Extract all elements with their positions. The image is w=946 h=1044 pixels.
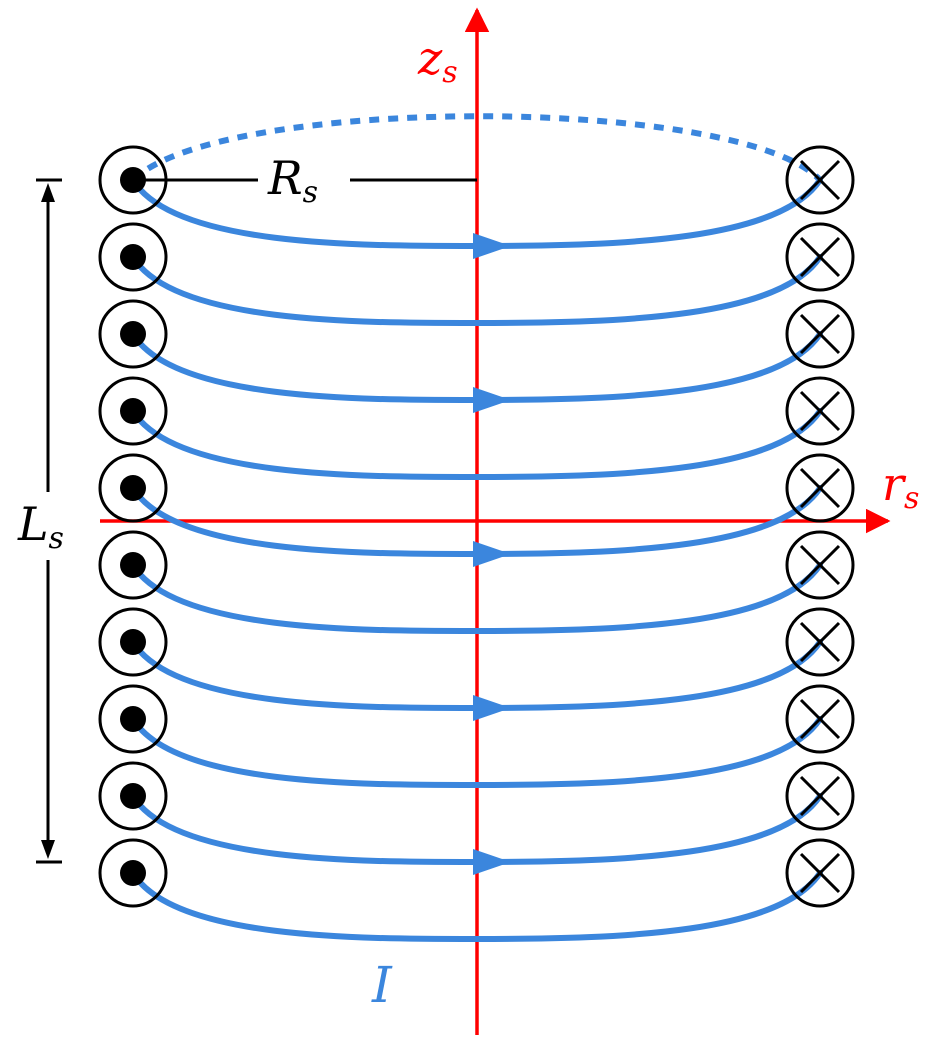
wire-into-page-circle (785, 684, 855, 754)
wire-out-of-page-circle (98, 761, 168, 831)
wire-into-page-circle (785, 607, 855, 677)
into-page-cross-icon (799, 775, 841, 817)
radius-label-main: R (267, 151, 303, 205)
into-page-cross-icon (799, 159, 841, 201)
radius-label-sub: s (303, 175, 318, 210)
out-of-page-dot-icon (120, 860, 146, 886)
into-page-cross-icon (799, 236, 841, 278)
coil-loops (130, 177, 823, 943)
into-page-cross-icon (799, 313, 841, 355)
into-page-cross-icon (799, 467, 841, 509)
wire-into-page-circle (785, 761, 855, 831)
length-label: Ls (17, 497, 64, 556)
into-page-cross-icon (799, 390, 841, 432)
wire-into-page-circle (785, 299, 855, 369)
out-of-page-dot-icon (120, 706, 146, 732)
coil-loop (130, 562, 823, 635)
wire-into-page-circle (785, 453, 855, 523)
out-of-page-dot-icon (120, 244, 146, 270)
coil-loop (130, 870, 823, 943)
wire-into-page-circle (785, 838, 855, 908)
wire-into-page-circle (785, 530, 855, 600)
length-dimension (36, 178, 62, 864)
z-axis-label-main: z (417, 31, 443, 85)
into-page-cross-icon (799, 698, 841, 740)
out-of-page-dot-icon (120, 783, 146, 809)
into-page-cross-icon (799, 852, 841, 894)
length-label-sub: s (49, 521, 64, 556)
r-axis-label-main: r (882, 457, 907, 511)
wire-cross-sections (98, 145, 855, 908)
r-axis-label: rs (882, 457, 919, 516)
wire-into-page-circle (785, 376, 855, 446)
wire-out-of-page-circle (98, 838, 168, 908)
current-direction-arrow (473, 233, 511, 259)
coil-loop (130, 408, 823, 481)
coil-loop (130, 716, 823, 789)
current-direction-arrow (473, 541, 511, 567)
wire-out-of-page-circle (98, 222, 168, 292)
wire-into-page-circle (785, 145, 855, 215)
into-page-cross-icon (799, 621, 841, 663)
wire-out-of-page-circle (98, 299, 168, 369)
radius-label: Rs (267, 151, 318, 210)
current-label: I (371, 956, 393, 1014)
wire-out-of-page-circle (98, 607, 168, 677)
length-label-main: L (17, 497, 49, 551)
out-of-page-dot-icon (120, 475, 146, 501)
coil-loop (130, 254, 823, 327)
out-of-page-dot-icon (120, 629, 146, 655)
wire-out-of-page-circle (98, 376, 168, 446)
wire-out-of-page-circle (98, 145, 168, 215)
current-direction-arrow (473, 849, 511, 875)
r-axis-label-sub: s (904, 481, 919, 516)
wire-into-page-circle (785, 222, 855, 292)
wire-out-of-page-circle (98, 684, 168, 754)
out-of-page-dot-icon (120, 552, 146, 578)
wire-out-of-page-circle (98, 453, 168, 523)
z-axis-label: zs (417, 31, 458, 90)
out-of-page-dot-icon (120, 321, 146, 347)
wire-out-of-page-circle (98, 530, 168, 600)
current-direction-arrow (473, 695, 511, 721)
current-direction-arrow (473, 387, 511, 413)
z-axis-label-sub: s (442, 55, 457, 90)
out-of-page-dot-icon (120, 167, 146, 193)
out-of-page-dot-icon (120, 398, 146, 424)
into-page-cross-icon (799, 544, 841, 586)
